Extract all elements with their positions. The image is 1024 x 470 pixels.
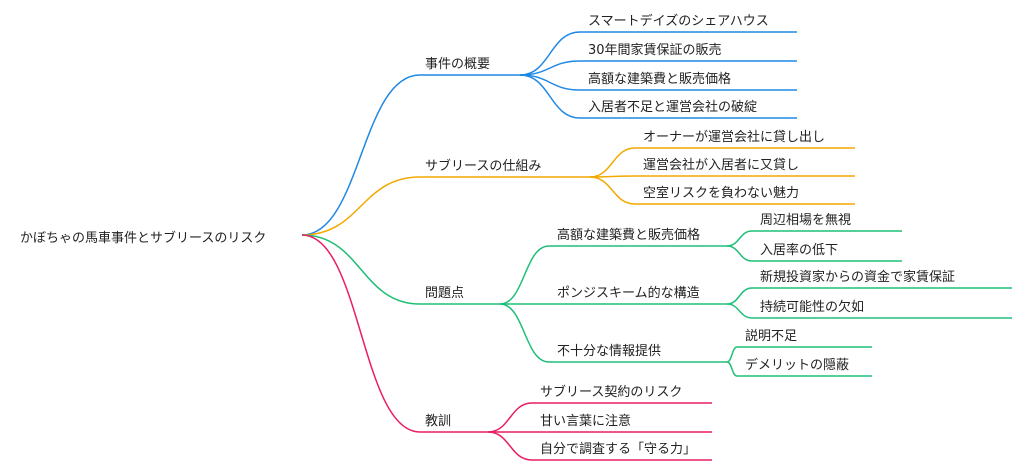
edge-branch-2-child-2-to-leaf-0 [726,346,738,363]
branch-2-child-1-leaf-1-label: 持続可能性の欠如 [760,299,864,315]
edge-branch-0-to-child-3 [519,74,581,119]
branch-2-child-0-leaf-1-label: 入居率の低下 [760,242,838,258]
branch-1-child-2-label: 空室リスクを負わない魅力 [643,185,799,201]
edge-branch-2-child-1-to-leaf-1 [726,303,753,319]
branch-3-child-1-label: 甘い言葉に注意 [540,413,631,429]
edges-layer [301,31,1012,461]
branch-3-label: 教訓 [425,413,451,429]
edge-root-to-branch-0 [301,74,421,236]
branch-2-child-2-label: 不十分な情報提供 [557,343,661,359]
edge-branch-2-to-child-2 [499,303,550,363]
edge-root-to-branch-1 [301,176,421,236]
branch-2-child-0-label: 高額な建築費と販売価格 [557,227,700,243]
branch-2-child-1-leaf-0-label: 新規投資家からの資金で家賃保証 [760,269,955,285]
branch-2-child-2-leaf-0-label: 説明不足 [745,328,797,344]
branch-1-child-0-label: オーナーが運営会社に貸し出し [643,129,825,145]
branch-1-label: サブリースの仕組み [425,158,541,174]
edge-branch-2-child-0-to-leaf-1 [726,245,753,262]
root-node-label: かぼちゃの馬車事件とサブリースのリスク [20,230,266,246]
branch-2-child-2-leaf-1-label: デメリットの隠蔽 [745,357,849,373]
edge-branch-2-child-0-to-leaf-0 [726,230,753,247]
edge-branch-1-to-child-2 [589,176,636,205]
branch-3-child-2-label: 自分で調査する「守る力」 [540,442,696,457]
edge-root-to-branch-3 [301,234,421,433]
edge-branch-1-to-child-0 [589,147,636,178]
edge-branch-0-to-child-1 [519,60,581,76]
edge-branch-3-to-child-2 [487,431,533,461]
branch-0-child-3-label: 入居者不足と運営会社の破綻 [588,99,757,115]
edge-branch-2-child-2-to-leaf-1 [726,361,738,377]
branch-2-child-0-leaf-0-label: 周辺相場を無視 [760,213,851,228]
edge-branch-2-child-1-to-leaf-0 [726,287,753,305]
edge-root-to-branch-2 [301,234,421,305]
branch-3-child-0-label: サブリース契約のリスク [540,384,682,400]
branch-0-label: 事件の概要 [425,57,490,72]
branch-0-child-2-label: 高額な建築費と販売価格 [588,71,731,87]
branch-0-child-1-label: 30年間家賃保証の販売 [588,42,722,58]
branch-2-child-1-label: ポンジスキーム的な構造 [557,285,700,301]
branch-0-child-0-label: スマートデイズのシェアハウス [588,13,769,29]
branch-2-label: 問題点 [425,286,464,301]
branch-1-child-1-label: 運営会社が入居者に又貸し [643,157,799,173]
nodes-layer: かぼちゃの馬車事件とサブリースのリスク 事件の概要 スマートデイズのシェアハウス 3… [20,13,955,457]
edge-branch-3-to-child-0 [487,402,533,433]
edge-branch-0-to-child-0 [519,31,581,76]
edge-branch-2-to-child-0 [499,245,550,305]
